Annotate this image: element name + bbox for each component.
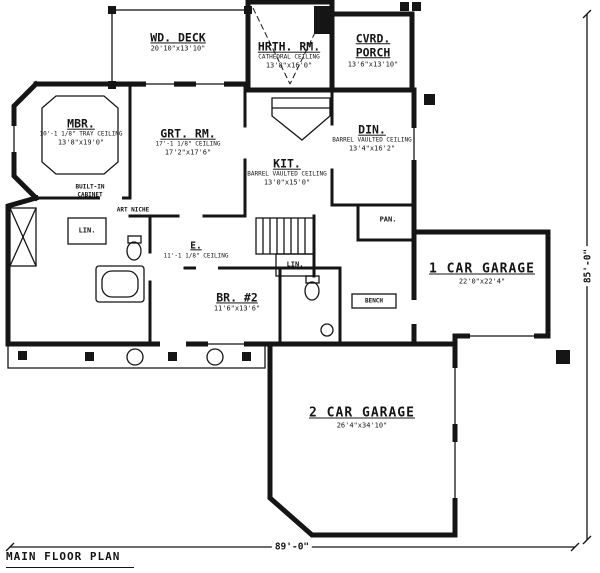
structural-posts bbox=[400, 2, 570, 364]
room-name: LIN. bbox=[286, 260, 304, 269]
plan-title: MAIN FLOOR PLAN bbox=[6, 550, 134, 568]
room-size: 13'6"x13'10" bbox=[347, 60, 399, 68]
room-label-linen-stairs: LIN. bbox=[287, 261, 304, 270]
room-label-mbr: MBR. 10'-1 1/8" TRAY CEILING 13'8"x19'0" bbox=[37, 117, 125, 148]
bottom-dimension: 89'-0" bbox=[271, 541, 313, 553]
kitchen-island bbox=[271, 97, 331, 141]
room-label-hrth-rm: HRTH. RM. CATHEDRAL CEILING 13'8"x16'0" bbox=[247, 40, 331, 71]
room-name: HRTH. RM. bbox=[257, 39, 321, 54]
bathtub bbox=[95, 265, 145, 303]
built-in-cabinet-shelving bbox=[9, 207, 37, 267]
room-name: LIN. bbox=[78, 226, 96, 235]
room-size: 13'8"x19'0" bbox=[57, 138, 105, 147]
label-text: BENCH bbox=[364, 297, 384, 305]
plan-title-text: MAIN FLOOR PLAN bbox=[6, 550, 121, 563]
linen-closet-stairs bbox=[275, 253, 315, 277]
label-built-in-cabinet: BUILT-IN CABINET bbox=[68, 184, 112, 199]
room-name: 1 CAR GARAGE bbox=[429, 261, 535, 277]
room-note: CATHEDRAL CEILING bbox=[258, 54, 320, 62]
room-label-pantry: PAN. bbox=[380, 216, 397, 225]
bench-seat bbox=[351, 293, 397, 309]
front-porch bbox=[7, 344, 266, 369]
room-name: GRT. RM. bbox=[160, 126, 216, 141]
room-label-din: DIN. BARREL VAULTED CEILING 13'4"x16'2" bbox=[332, 123, 412, 154]
room-size: 22'0"x22'4" bbox=[458, 277, 506, 286]
room-name: PAN. bbox=[379, 215, 397, 224]
toilet-bath2 bbox=[304, 275, 320, 301]
room-label-linen-hall: LIN. bbox=[79, 227, 96, 236]
room-size: 13'0"x15'0" bbox=[263, 178, 311, 187]
room-note: 11'-1 1/8" CEILING bbox=[163, 252, 229, 260]
stairs bbox=[255, 217, 315, 255]
room-name: KIT. bbox=[273, 156, 301, 171]
room-label-br2: BR. #2 11'6"x13'6" bbox=[197, 290, 277, 313]
sink-bath2 bbox=[320, 323, 334, 337]
room-size: 11'6"x13'6" bbox=[213, 304, 261, 313]
windows-and-doors bbox=[10, 80, 534, 498]
room-label-garage2: 2 CAR GARAGE 26'4"x34'10" bbox=[282, 406, 442, 431]
right-dimension: 85'-0" bbox=[582, 245, 594, 287]
room-note: 17'-1 1/8" CEILING bbox=[155, 141, 221, 149]
room-size: 13'8"x16'0" bbox=[265, 61, 313, 70]
room-name: DIN. bbox=[358, 122, 386, 137]
room-label-cvrd-porch: CVRD. PORCH 13'6"x13'10" bbox=[345, 31, 401, 69]
room-note: 10'-1 1/8" TRAY CEILING bbox=[39, 131, 123, 139]
room-name: BR. #2 bbox=[216, 290, 258, 305]
label-text: ART NICHE bbox=[116, 206, 150, 214]
room-name: WD. DECK bbox=[150, 30, 206, 45]
fireplace bbox=[314, 6, 332, 34]
room-name: CVRD. PORCH bbox=[355, 31, 391, 60]
room-note: BARREL VAULTED CEILING bbox=[247, 171, 327, 179]
room-label-wd-deck: WD. DECK 20'10"x13'10" bbox=[118, 30, 238, 53]
room-name: MBR. bbox=[67, 116, 95, 131]
room-size: 13'4"x16'2" bbox=[348, 144, 396, 153]
label-bench: BENCH bbox=[354, 297, 394, 305]
room-label-garage1: 1 CAR GARAGE 22'0"x22'4" bbox=[417, 262, 547, 287]
label-art-niche: ART NICHE bbox=[103, 206, 163, 214]
room-name: 2 CAR GARAGE bbox=[309, 405, 415, 421]
room-label-kit: KIT. BARREL VAULTED CEILING 13'0"x15'0" bbox=[244, 157, 330, 188]
label-text: BUILT-IN CABINET bbox=[75, 183, 105, 199]
room-name: E. bbox=[190, 240, 202, 252]
room-size: 26'4"x34'10" bbox=[336, 421, 388, 430]
linen-closet-hall bbox=[67, 217, 107, 245]
tray-ceiling-outline bbox=[41, 95, 119, 175]
room-size: 17'2"x17'6" bbox=[164, 148, 212, 157]
room-note: BARREL VAULTED CEILING bbox=[332, 137, 412, 145]
toilet-master bbox=[126, 235, 142, 261]
room-size: 20'10"x13'10" bbox=[150, 44, 206, 53]
room-label-grt-rm: GRT. RM. 17'-1 1/8" CEILING 17'2"x17'6" bbox=[134, 127, 242, 158]
room-label-entry: E. 11'-1 1/8" CEILING bbox=[156, 240, 236, 259]
